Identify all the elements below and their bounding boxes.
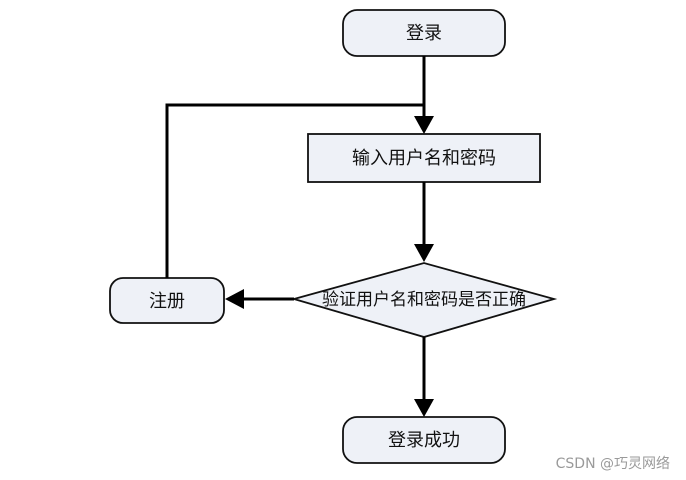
verify-credentials-label: 验证用户名和密码是否正确 [322, 290, 526, 310]
arrowhead-verify-to-success [414, 399, 434, 417]
arrowhead-login-to-input [414, 116, 434, 134]
arrowhead-verify-to-register [225, 289, 244, 309]
login-success-node: 登录成功 [342, 416, 506, 464]
login-node: 登录 [342, 9, 506, 57]
input-credentials-node: 输入用户名和密码 [307, 133, 541, 183]
arrowhead-input-to-verify [414, 244, 434, 262]
login-success-label: 登录成功 [388, 430, 460, 451]
watermark-text: CSDN @巧灵网络 [556, 456, 670, 472]
register-label: 注册 [149, 291, 185, 312]
input-credentials-label: 输入用户名和密码 [352, 148, 496, 169]
verify-credentials-node: 验证用户名和密码是否正确 [290, 262, 558, 338]
login-node-label: 登录 [406, 23, 442, 44]
register-node: 注册 [109, 277, 225, 324]
edge-register-loop [165, 103, 424, 278]
